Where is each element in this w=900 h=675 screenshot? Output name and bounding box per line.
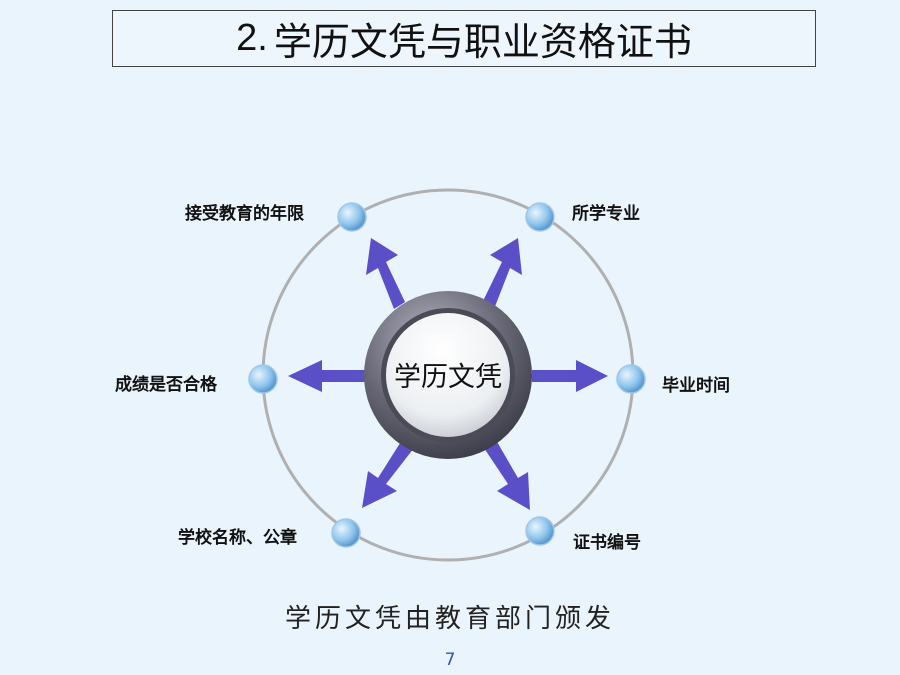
arrow-up-right — [483, 238, 522, 309]
label-bottom-right: 证书编号 — [573, 533, 641, 553]
node-right — [616, 364, 646, 394]
label-right: 毕业时间 — [662, 376, 730, 396]
slide-title: 2. 学历文凭与职业资格证书 — [112, 10, 816, 67]
node-bottom-left — [331, 518, 361, 548]
title-text: 学历文凭与职业资格证书 — [273, 20, 692, 64]
arrow-up-left — [366, 238, 405, 309]
node-top-right — [525, 202, 555, 232]
hub-label: 学历文凭 — [394, 362, 502, 393]
hub-inner — [386, 313, 510, 437]
label-top-right: 所学专业 — [572, 204, 640, 224]
arrows — [288, 238, 608, 510]
label-top-left: 接受教育的年限 — [185, 204, 304, 224]
label-left: 成绩是否合格 — [115, 375, 217, 395]
arrow-down-right — [484, 440, 530, 510]
label-bottom-left: 学校名称、公章 — [178, 528, 297, 548]
node-left — [248, 364, 278, 394]
title-number: 2. — [236, 17, 268, 59]
arrow-right — [532, 360, 608, 392]
arrow-left — [288, 360, 366, 392]
caption: 学历文凭由教育部门颁发 — [284, 604, 615, 634]
page-number: 7 — [444, 650, 456, 670]
node-bottom-right — [525, 516, 555, 546]
arrow-down-left — [362, 440, 414, 508]
node-top-left — [337, 202, 367, 232]
